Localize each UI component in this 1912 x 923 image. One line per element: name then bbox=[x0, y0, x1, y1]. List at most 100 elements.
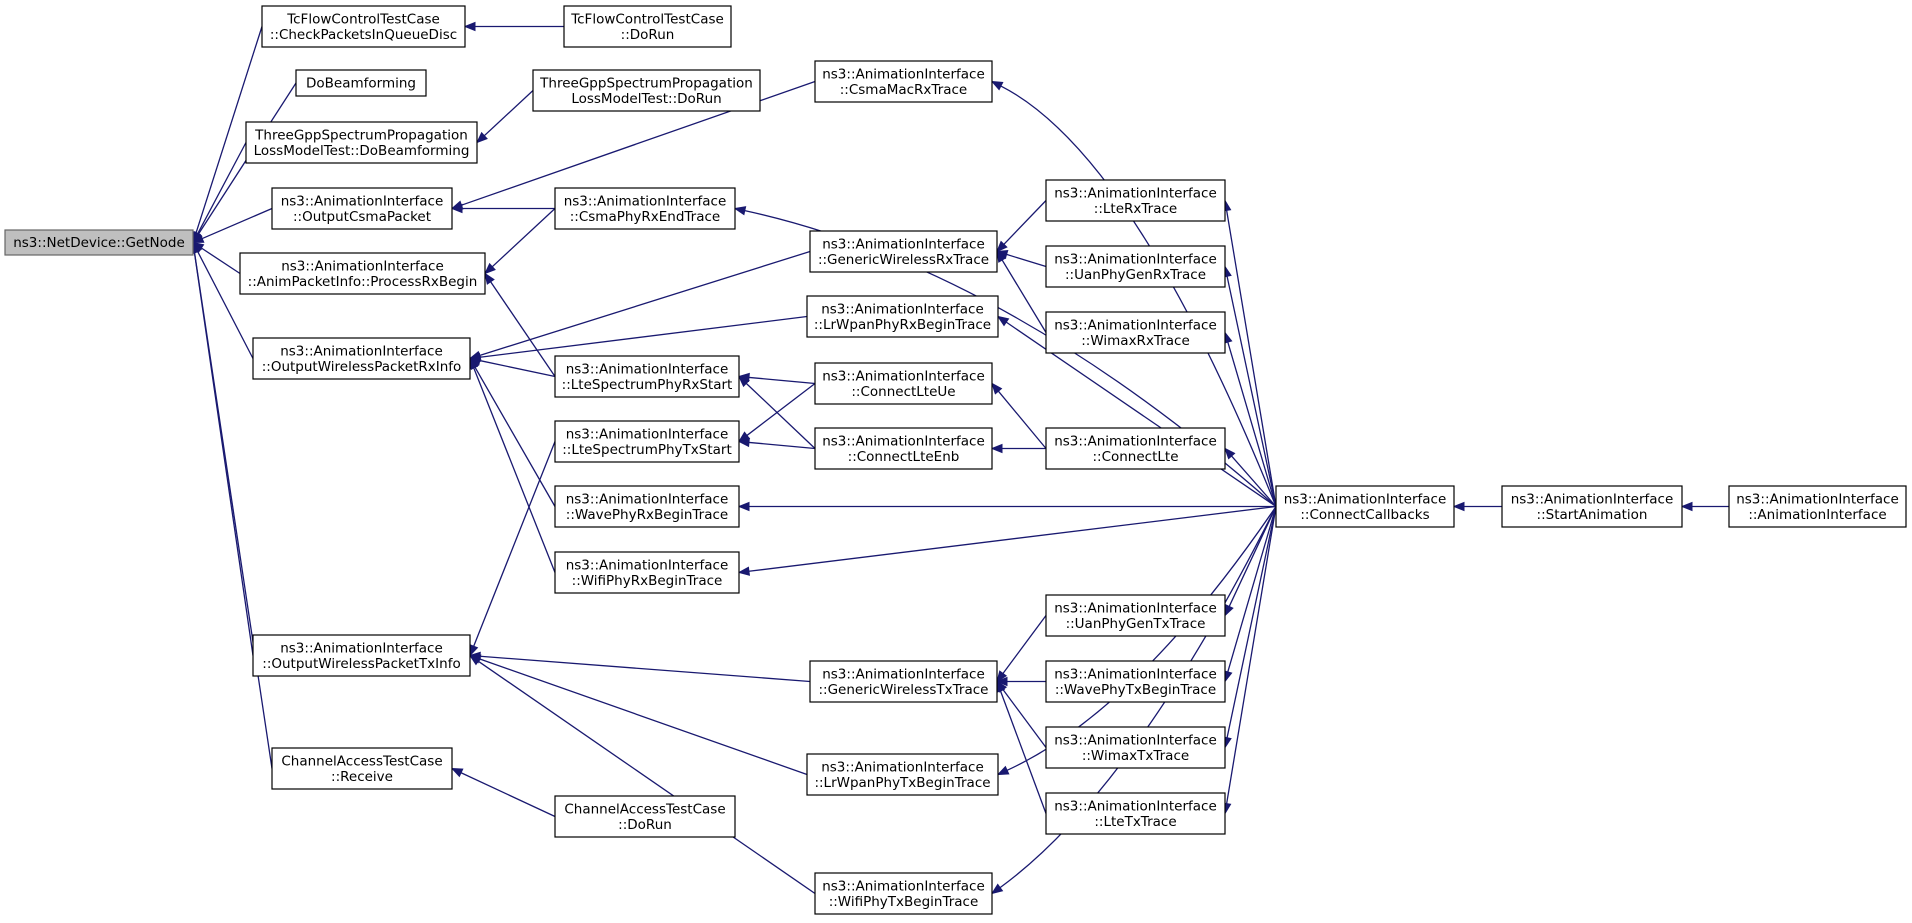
node-chRecv[interactable]: ChannelAccessTestCase::Receive bbox=[271, 747, 453, 790]
nodes-layer: ns3::NetDevice::GetNode TcFlowControlTest… bbox=[4, 5, 1907, 915]
node-genWlTx[interactable]: ns3::AnimationInterface::GenericWireless… bbox=[809, 660, 998, 703]
node-lrwpanRx[interactable]: ns3::AnimationInterface::LrWpanPhyRxBegi… bbox=[806, 295, 999, 338]
node-label: ::UanPhyGenTxTrace bbox=[1066, 616, 1206, 632]
node-outWlTx[interactable]: ns3::AnimationInterface::OutputWirelessP… bbox=[252, 634, 471, 677]
node-box bbox=[554, 187, 736, 230]
node-doBeam[interactable]: DoBeamforming bbox=[295, 69, 427, 97]
node-label: ns3::AnimationInterface bbox=[1054, 798, 1217, 814]
node-label: ns3::AnimationInterface bbox=[1054, 185, 1217, 201]
edge-startAnim-to-connCb bbox=[1452, 501, 1502, 512]
node-box bbox=[554, 485, 740, 528]
node-uanTx[interactable]: ns3::AnimationInterface::UanPhyGenTxTrac… bbox=[1045, 594, 1226, 637]
node-csmaMacRx[interactable]: ns3::AnimationInterface::CsmaMacRxTrace bbox=[814, 60, 993, 103]
arrowhead bbox=[1224, 447, 1236, 460]
node-lteTx[interactable]: ns3::AnimationInterface::LteTxTrace bbox=[1045, 792, 1226, 835]
node-label: ns3::AnimationInterface bbox=[566, 557, 729, 573]
arrowhead bbox=[738, 375, 750, 388]
node-csmaPhyRxEnd[interactable]: ns3::AnimationInterface::CsmaPhyRxEndTra… bbox=[554, 187, 736, 230]
node-box bbox=[271, 187, 453, 230]
node-lteRx[interactable]: ns3::AnimationInterface::LteRxTrace bbox=[1045, 179, 1226, 222]
edge-line bbox=[461, 80, 816, 206]
edge-connCb-to-wimaxRx bbox=[1223, 331, 1277, 507]
edge-connCb-to-connLte bbox=[1224, 447, 1277, 507]
node-tgDoBeam[interactable]: ThreeGppSpectrumPropagationLossModelTest… bbox=[245, 121, 478, 164]
node-box bbox=[1045, 792, 1226, 835]
arrowhead bbox=[476, 131, 488, 144]
node-label: ::WimaxTxTrace bbox=[1082, 748, 1189, 764]
node-label: ::LrWpanPhyTxBeginTrace bbox=[814, 775, 990, 791]
node-outWlRx[interactable]: ns3::AnimationInterface::OutputWirelessP… bbox=[252, 337, 471, 380]
node-lteSpecRx[interactable]: ns3::AnimationInterface::LteSpectrumPhyR… bbox=[554, 355, 740, 398]
node-label: ns3::AnimationInterface bbox=[822, 433, 985, 449]
edge-line bbox=[1005, 321, 1277, 508]
edge-line bbox=[479, 655, 811, 683]
node-label: ::CheckPacketsInQueueDisc bbox=[270, 27, 457, 43]
edge-line bbox=[1227, 506, 1277, 673]
edge-csmaPhyRxEnd-to-procRx bbox=[484, 208, 556, 275]
node-label: ThreeGppSpectrumPropagation bbox=[539, 75, 753, 91]
edge-line bbox=[1225, 210, 1277, 507]
node-wimaxTx[interactable]: ns3::AnimationInterface::WimaxTxTrace bbox=[1045, 726, 1226, 769]
node-wifiTx[interactable]: ns3::AnimationInterface::WifiPhyTxBeginT… bbox=[814, 872, 993, 915]
edge-waveTx-to-genWlTx bbox=[995, 676, 1046, 687]
node-chDoRun[interactable]: ChannelAccessTestCase::DoRun bbox=[554, 795, 736, 838]
node-tcDoRun[interactable]: TcFlowControlTestCase::DoRun bbox=[563, 5, 732, 48]
edge-line bbox=[1225, 506, 1277, 804]
node-connLte[interactable]: ns3::AnimationInterface::ConnectLte bbox=[1045, 427, 1226, 470]
node-box bbox=[295, 69, 427, 97]
arrowhead bbox=[463, 21, 476, 32]
arrowhead bbox=[1452, 501, 1465, 512]
edge-line bbox=[1227, 341, 1277, 507]
node-tgDoRun[interactable]: ThreeGppSpectrumPropagationLossModelTest… bbox=[532, 69, 761, 112]
node-label: ns3::AnimationInterface bbox=[566, 491, 729, 507]
node-genWlRx[interactable]: ns3::AnimationInterface::GenericWireless… bbox=[809, 230, 998, 273]
node-label: ::LteRxTrace bbox=[1094, 201, 1177, 217]
edge-connLteEnb-to-lteSpecTx bbox=[737, 437, 816, 450]
node-label: ChannelAccessTestCase bbox=[281, 753, 442, 769]
node-label: ns3::AnimationInterface bbox=[822, 66, 985, 82]
node-waveRx[interactable]: ns3::AnimationInterface::WavePhyRxBeginT… bbox=[554, 485, 740, 528]
edge-line bbox=[491, 208, 556, 268]
node-box bbox=[1045, 245, 1226, 288]
arrowhead bbox=[1224, 603, 1234, 617]
node-label: ::OutputWirelessPacketTxInfo bbox=[262, 656, 460, 672]
node-label: ThreeGppSpectrumPropagation bbox=[254, 127, 468, 143]
node-wimaxRx[interactable]: ns3::AnimationInterface::WimaxRxTrace bbox=[1045, 311, 1226, 354]
node-lrwpanTx[interactable]: ns3::AnimationInterface::LrWpanPhyTxBegi… bbox=[806, 753, 999, 796]
edge-outWlTx-to-getnode bbox=[189, 241, 254, 656]
node-startAnim[interactable]: ns3::AnimationInterface::StartAnimation bbox=[1501, 485, 1683, 528]
node-wifiRx[interactable]: ns3::AnimationInterface::WifiPhyRxBeginT… bbox=[554, 551, 740, 594]
node-lteSpecTx[interactable]: ns3::AnimationInterface::LteSpectrumPhyT… bbox=[554, 420, 740, 463]
edge-line bbox=[483, 90, 534, 137]
node-connCb[interactable]: ns3::AnimationInterface::ConnectCallback… bbox=[1275, 485, 1455, 528]
node-tcCheck[interactable]: TcFlowControlTestCase::CheckPacketsInQue… bbox=[261, 5, 466, 48]
arrowhead bbox=[468, 654, 482, 666]
edge-line bbox=[200, 247, 241, 275]
node-label: ns3::AnimationInterface bbox=[1736, 491, 1899, 507]
node-animIf[interactable]: ns3::AnimationInterface::AnimationInterf… bbox=[1728, 485, 1907, 528]
node-getnode[interactable]: ns3::NetDevice::GetNode bbox=[4, 229, 194, 256]
edge-lteSpecTx-to-outWlTx bbox=[469, 441, 556, 657]
node-label: TcFlowControlTestCase bbox=[570, 11, 724, 27]
edge-line bbox=[479, 315, 808, 358]
node-label: ns3::AnimationInterface bbox=[564, 193, 727, 209]
node-label: ::GenericWirelessTxTrace bbox=[819, 682, 989, 698]
edge-line bbox=[1000, 85, 1277, 507]
edge-line bbox=[997, 390, 1047, 449]
edges-layer bbox=[189, 21, 1729, 895]
node-procRx[interactable]: ns3::AnimationInterface::AnimPacketInfo:… bbox=[239, 252, 486, 295]
node-connLteEnb[interactable]: ns3::AnimationInterface::ConnectLteEnb bbox=[814, 427, 993, 470]
edge-uanTx-to-genWlTx bbox=[996, 615, 1047, 683]
node-box bbox=[239, 252, 486, 295]
node-label: ns3::AnimationInterface bbox=[822, 666, 985, 682]
arrowhead bbox=[995, 676, 1008, 687]
node-outCsma[interactable]: ns3::AnimationInterface::OutputCsmaPacke… bbox=[271, 187, 453, 230]
edge-wifiTx-to-outWlTx bbox=[468, 654, 816, 895]
node-uanRx[interactable]: ns3::AnimationInterface::UanPhyGenRxTrac… bbox=[1045, 245, 1226, 288]
edge-line bbox=[193, 252, 273, 769]
node-box bbox=[1501, 485, 1683, 528]
node-connLteUe[interactable]: ns3::AnimationInterface::ConnectLteUe bbox=[814, 362, 993, 405]
node-waveTx[interactable]: ns3::AnimationInterface::WavePhyTxBeginT… bbox=[1045, 660, 1226, 703]
arrowhead bbox=[484, 262, 496, 275]
